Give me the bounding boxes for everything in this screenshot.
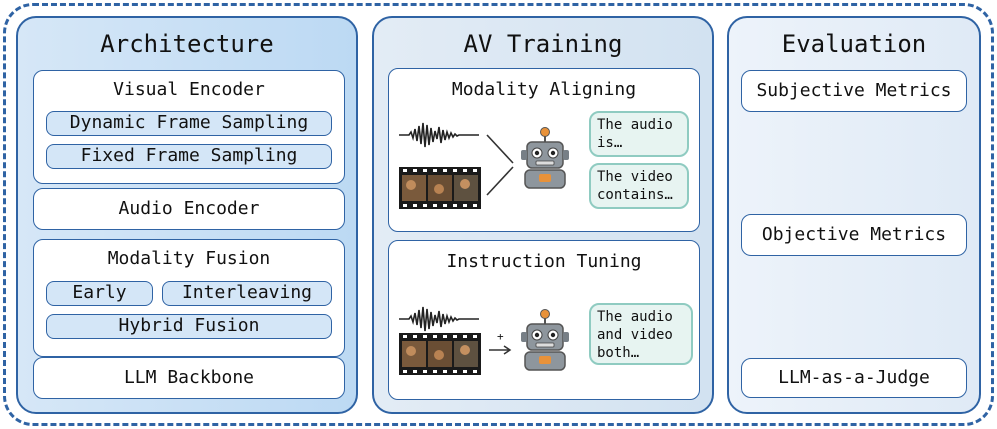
visual-encoder-title: Visual Encoder <box>113 79 265 100</box>
instruction-tuning-title: Instruction Tuning <box>446 251 642 272</box>
audio-encoder-label: Audio Encoder <box>118 198 260 219</box>
evaluation-title: Evaluation <box>781 30 927 58</box>
objective-metrics-box: Objective Metrics <box>741 214 967 256</box>
video-film-strip-icon <box>399 167 481 209</box>
robot-icon <box>521 309 569 371</box>
dynamic-frame-sampling-chip: Dynamic Frame Sampling <box>46 111 332 136</box>
llm-backbone-box: LLM Backbone <box>33 357 345 399</box>
llm-as-a-judge-box: LLM-as-a-Judge <box>741 358 967 398</box>
plus-sign-label: + <box>497 330 504 343</box>
outer-dashed-frame <box>3 3 994 426</box>
hybrid-fusion-chip: Hybrid Fusion <box>46 314 332 339</box>
architecture-title: Architecture <box>100 30 274 58</box>
speech-bubble-audio: The audio is… <box>589 111 689 157</box>
merge-arrows-icon <box>486 134 514 196</box>
video-film-strip-icon <box>399 333 481 375</box>
subjective-metrics-box: Subjective Metrics <box>741 70 967 112</box>
llm-backbone-label: LLM Backbone <box>123 367 255 388</box>
speech-bubble-both: The audio and video both… <box>589 303 693 365</box>
fixed-frame-sampling-chip: Fixed Frame Sampling <box>46 144 332 169</box>
av-training-title: AV Training <box>463 30 623 58</box>
evaluation-panel: Evaluation Subjective Metrics Objective … <box>727 16 981 414</box>
early-fusion-chip: Early <box>46 281 153 306</box>
audio-waveform-icon <box>399 122 479 148</box>
audio-encoder-box: Audio Encoder <box>33 188 345 230</box>
speech-bubble-video: The video contains… <box>589 163 689 209</box>
modality-fusion-title: Modality Fusion <box>107 248 271 269</box>
modality-fusion-box: Modality Fusion Early Interleaving Hybri… <box>33 239 345 357</box>
instruction-tuning-box: Instruction Tuning + <box>388 240 700 400</box>
right-arrow-icon <box>489 345 512 355</box>
interleaving-fusion-chip: Interleaving <box>162 281 332 306</box>
robot-icon <box>521 127 569 189</box>
modality-aligning-box: Modality Aligning The aud <box>388 68 700 232</box>
visual-encoder-box: Visual Encoder Dynamic Frame Sampling Fi… <box>33 70 345 184</box>
av-training-panel: AV Training Modality Aligning <box>372 16 714 414</box>
audio-waveform-icon <box>399 306 479 332</box>
architecture-panel: Architecture Visual Encoder Dynamic Fram… <box>16 16 358 414</box>
modality-aligning-title: Modality Aligning <box>451 79 637 100</box>
